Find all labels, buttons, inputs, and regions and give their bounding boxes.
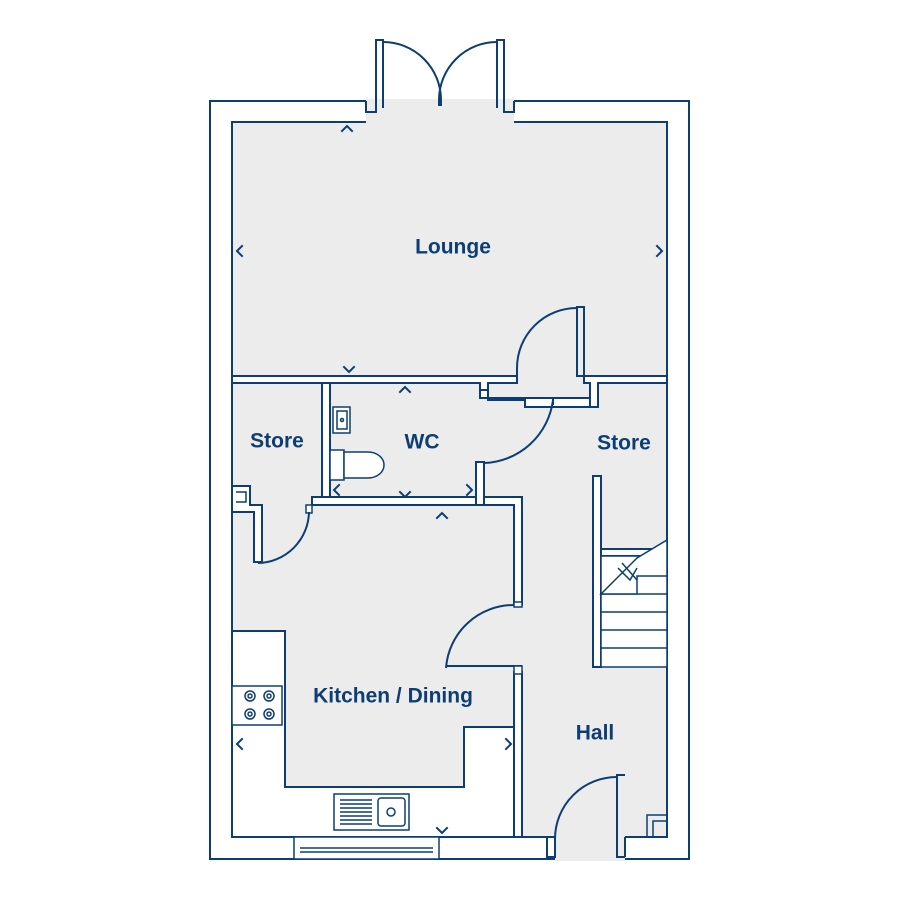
- front-door[interactable]: [546, 774, 667, 861]
- kitchen-arrow-right: [504, 737, 513, 751]
- toilet-icon: [329, 449, 385, 481]
- lounge-arrow-left: [235, 244, 244, 258]
- kitchen-window: [293, 836, 440, 860]
- wc-walls: [311, 382, 485, 506]
- lounge-door[interactable]: [516, 306, 585, 377]
- kitchen-door[interactable]: [445, 601, 523, 675]
- hob-icon: [231, 685, 283, 726]
- kitchen-arrow-left: [235, 737, 244, 751]
- left-store-door[interactable]: [257, 504, 313, 564]
- lounge-arrow-top: [340, 124, 354, 133]
- wc-arrow-right: [465, 483, 474, 497]
- wc-basin-icon: [332, 406, 351, 434]
- wc-door[interactable]: [483, 398, 554, 464]
- wc-label: WC: [405, 431, 440, 454]
- dimension-arrows: [235, 124, 664, 835]
- wc-arrow-bottom: [398, 490, 412, 499]
- staircase: [599, 538, 668, 668]
- store-left-label: Store: [250, 430, 304, 453]
- kitchen-arrow-top: [435, 511, 449, 520]
- lounge-arrow-bottom: [342, 365, 356, 374]
- lounge-divider-wall: [231, 375, 668, 408]
- lounge-label: Lounge: [415, 236, 491, 259]
- wc-arrow-top: [398, 385, 412, 394]
- store-right-label: Store: [597, 432, 651, 455]
- patio-doors[interactable]: [365, 39, 515, 124]
- hall-label: Hall: [576, 722, 615, 745]
- lounge-arrow-right: [655, 244, 664, 258]
- sink-icon: [333, 793, 410, 831]
- kitchen-dining-label: Kitchen / Dining: [313, 685, 473, 708]
- kitchen-arrow-bottom: [435, 826, 449, 835]
- wc-arrow-left: [332, 483, 341, 497]
